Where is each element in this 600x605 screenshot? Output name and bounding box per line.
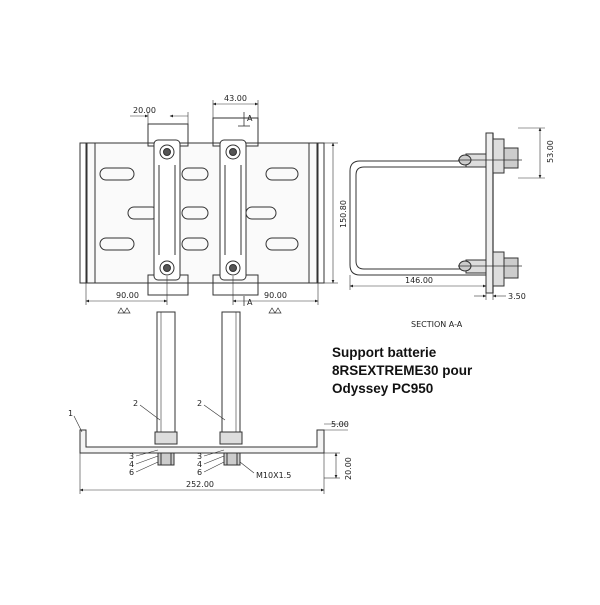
dim-section-width: 146.00 <box>405 276 433 285</box>
top-slots <box>99 167 299 251</box>
dim-bottom-left: 90.00 <box>116 291 139 300</box>
caption-line-2: 8RSEXTREME30 pour <box>332 363 473 378</box>
dim-plate-height: 150.80 <box>339 200 348 228</box>
front-bolts <box>157 452 241 466</box>
top-view <box>79 100 338 314</box>
front-left-arm <box>156 311 176 445</box>
front-base-plate <box>79 429 325 454</box>
dim-section-height: 53.00 <box>546 140 555 163</box>
section-view <box>349 127 545 300</box>
callout-3-left: 3 <box>129 452 134 461</box>
callout-3-right: 3 <box>197 452 202 461</box>
dim-section-thickness: 3.50 <box>508 292 526 301</box>
front-view-labels: 1 2 2 3 4 6 3 4 6 M10X1.5 5.00 20.00 252… <box>68 399 353 489</box>
callout-1: 1 <box>68 409 73 418</box>
callout-2-left: 2 <box>133 399 138 408</box>
callout-4-right: 4 <box>197 460 202 469</box>
top-plate-right-flange <box>316 142 325 284</box>
caption-line-3: Odyssey PC950 <box>332 381 434 396</box>
dim-top-width: 43.00 <box>224 94 247 103</box>
callout-2-right: 2 <box>197 399 202 408</box>
dim-strap-width: 20.00 <box>133 106 156 115</box>
dim-plate-lip: 5.00 <box>331 420 349 429</box>
top-plate-left-flange <box>79 142 88 284</box>
callout-6-left: 6 <box>129 468 134 477</box>
section-label: SECTION A-A <box>411 320 463 329</box>
front-right-arm <box>221 311 241 445</box>
dim-total-width: 252.00 <box>186 480 214 489</box>
section-mark-bottom: A <box>247 298 253 307</box>
dim-front-height: 20.00 <box>344 457 353 480</box>
callout-leaders <box>73 404 255 474</box>
right-clamp-strap <box>212 117 259 296</box>
dim-bottom-right: 90.00 <box>264 291 287 300</box>
top-plate <box>85 142 319 284</box>
section-top-bolt <box>458 138 522 174</box>
section-mark-top: A <box>247 114 253 123</box>
section-bottom-bolt <box>458 251 522 287</box>
callout-6-right: 6 <box>197 468 202 477</box>
section-view-labels: 53.00 146.00 3.50 SECTION A-A <box>405 140 555 329</box>
front-view <box>73 311 348 494</box>
callout-4-left: 4 <box>129 460 134 469</box>
left-clamp-strap <box>147 123 189 296</box>
bolt-spec: M10X1.5 <box>256 471 291 480</box>
top-view-labels: 20.00 43.00 A A 150.80 90.00 90.00 <box>116 94 348 307</box>
caption-line-1: Support batterie <box>332 345 437 360</box>
